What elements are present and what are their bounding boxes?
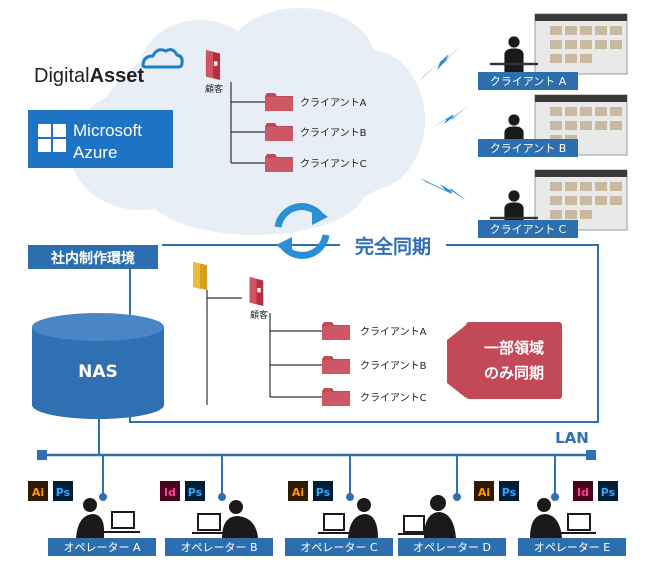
indesign-icon	[573, 481, 593, 501]
internal-folder-tree: 顧客 クライアントA クライアントB クライアントC	[193, 262, 427, 406]
operator-c: Ai Ps オペレーター C	[285, 481, 393, 556]
illustrator-icon	[474, 481, 494, 501]
operator-person-icon	[83, 498, 97, 512]
operator-person-icon	[537, 498, 551, 512]
wireless-bolts	[418, 44, 468, 200]
cloud-root-label: 顧客	[205, 83, 223, 95]
laptop-icon	[111, 511, 135, 529]
svg-text:DigitalAsset: DigitalAsset	[34, 65, 144, 87]
illustrator-icon	[288, 481, 308, 501]
app-badge-label: Ps	[601, 486, 616, 499]
operator-label: オペレーター A	[63, 541, 140, 554]
internal-folder-label-c: クライアントC	[360, 392, 427, 404]
internal-title: 社内制作環境	[50, 250, 135, 267]
operator-b: Id Ps オペレーター B	[160, 481, 273, 556]
lan-bus	[37, 419, 596, 501]
folder-icon	[322, 388, 350, 406]
app-badge-label: Ps	[188, 486, 203, 499]
operator-d: Ai Ps オペレーター D	[398, 481, 519, 556]
cloud-logo-icon	[141, 48, 184, 69]
photoshop-icon	[598, 481, 618, 501]
app-badge-label: Ai	[292, 486, 304, 499]
partial-sync-line2: のみ同期	[484, 364, 544, 382]
operator-label: オペレーター D	[413, 541, 491, 554]
laptop-icon	[323, 513, 345, 531]
azure-line1: Microsoft	[73, 121, 142, 140]
photoshop-icon	[313, 481, 333, 501]
sync-arrows-icon	[274, 203, 330, 259]
partial-sync-callout	[447, 322, 562, 399]
cloud-folder-tree: 顧客 クライアントA クライアントB クライアントC	[205, 50, 367, 172]
laptop-icon	[197, 513, 221, 531]
client-b: クライアント B	[478, 94, 628, 157]
laptop-icon	[567, 513, 591, 531]
cloud-folder-label-c: クライアントC	[300, 158, 367, 170]
lan-endpoint-icon	[586, 450, 596, 460]
operator-label: オペレーター B	[180, 541, 257, 554]
root-folder-icon	[249, 277, 264, 306]
operator-a: Ai Ps オペレーター A	[28, 481, 156, 556]
app-badge-label: Ps	[502, 486, 517, 499]
lightning-icon	[418, 44, 462, 82]
operator-label: オペレーター E	[534, 541, 610, 554]
photoshop-icon	[185, 481, 205, 501]
digital-asset-prefix: Digital	[34, 65, 90, 87]
nas-label: NAS	[78, 362, 118, 382]
digital-asset-logo: DigitalAsset	[34, 48, 184, 87]
internal-folder-label-b: クライアントB	[360, 360, 427, 372]
client-a: クライアント A	[478, 13, 628, 90]
lan-label: LAN	[555, 429, 589, 447]
operator-person-icon	[430, 495, 446, 511]
app-badge-label: Id	[164, 486, 176, 499]
illustrator-icon	[28, 481, 48, 501]
lightning-icon	[420, 178, 466, 200]
cloud-folder-label-b: クライアントB	[300, 127, 367, 139]
indesign-icon	[160, 481, 180, 501]
operator-person-icon	[357, 498, 371, 512]
client-label: クライアント C	[490, 223, 567, 236]
photoshop-icon	[53, 481, 73, 501]
lan-endpoint-icon	[37, 450, 47, 460]
operator-label: オペレーター C	[300, 541, 377, 554]
internal-folder-label-a: クライアントA	[360, 326, 427, 338]
internal-root-label: 顧客	[250, 309, 268, 321]
app-badge-label: Id	[577, 486, 589, 499]
azure-logo: Microsoft Azure	[28, 110, 173, 168]
windows-logo-icon	[38, 124, 66, 152]
cloud-folder-label-a: クライアントA	[300, 97, 367, 109]
root-folder-icon	[205, 50, 221, 80]
client-label: クライアント A	[490, 75, 567, 88]
folder-icon	[322, 322, 350, 340]
app-badge-label: Ps	[316, 486, 331, 499]
client-label: クライアント B	[490, 142, 567, 155]
digital-asset-suffix: Asset	[90, 65, 145, 87]
person-icon	[490, 36, 538, 74]
operator-person-icon	[229, 500, 243, 514]
app-badge-label: Ps	[56, 486, 71, 499]
sync-label: 完全同期	[355, 235, 431, 258]
operator-e: Id Ps オペレーター E	[518, 481, 626, 556]
nas-icon	[32, 313, 164, 419]
folder-icon	[322, 356, 350, 374]
client-c: クライアント C	[478, 169, 628, 238]
laptop-icon	[403, 515, 425, 533]
photoshop-icon	[499, 481, 519, 501]
app-badge-label: Ai	[478, 486, 490, 499]
internal-title-box	[28, 245, 158, 269]
app-badge-label: Ai	[32, 486, 44, 499]
azure-line2: Azure	[73, 143, 117, 162]
partial-sync-line1: 一部領域	[484, 339, 544, 357]
lightning-icon	[423, 106, 468, 134]
